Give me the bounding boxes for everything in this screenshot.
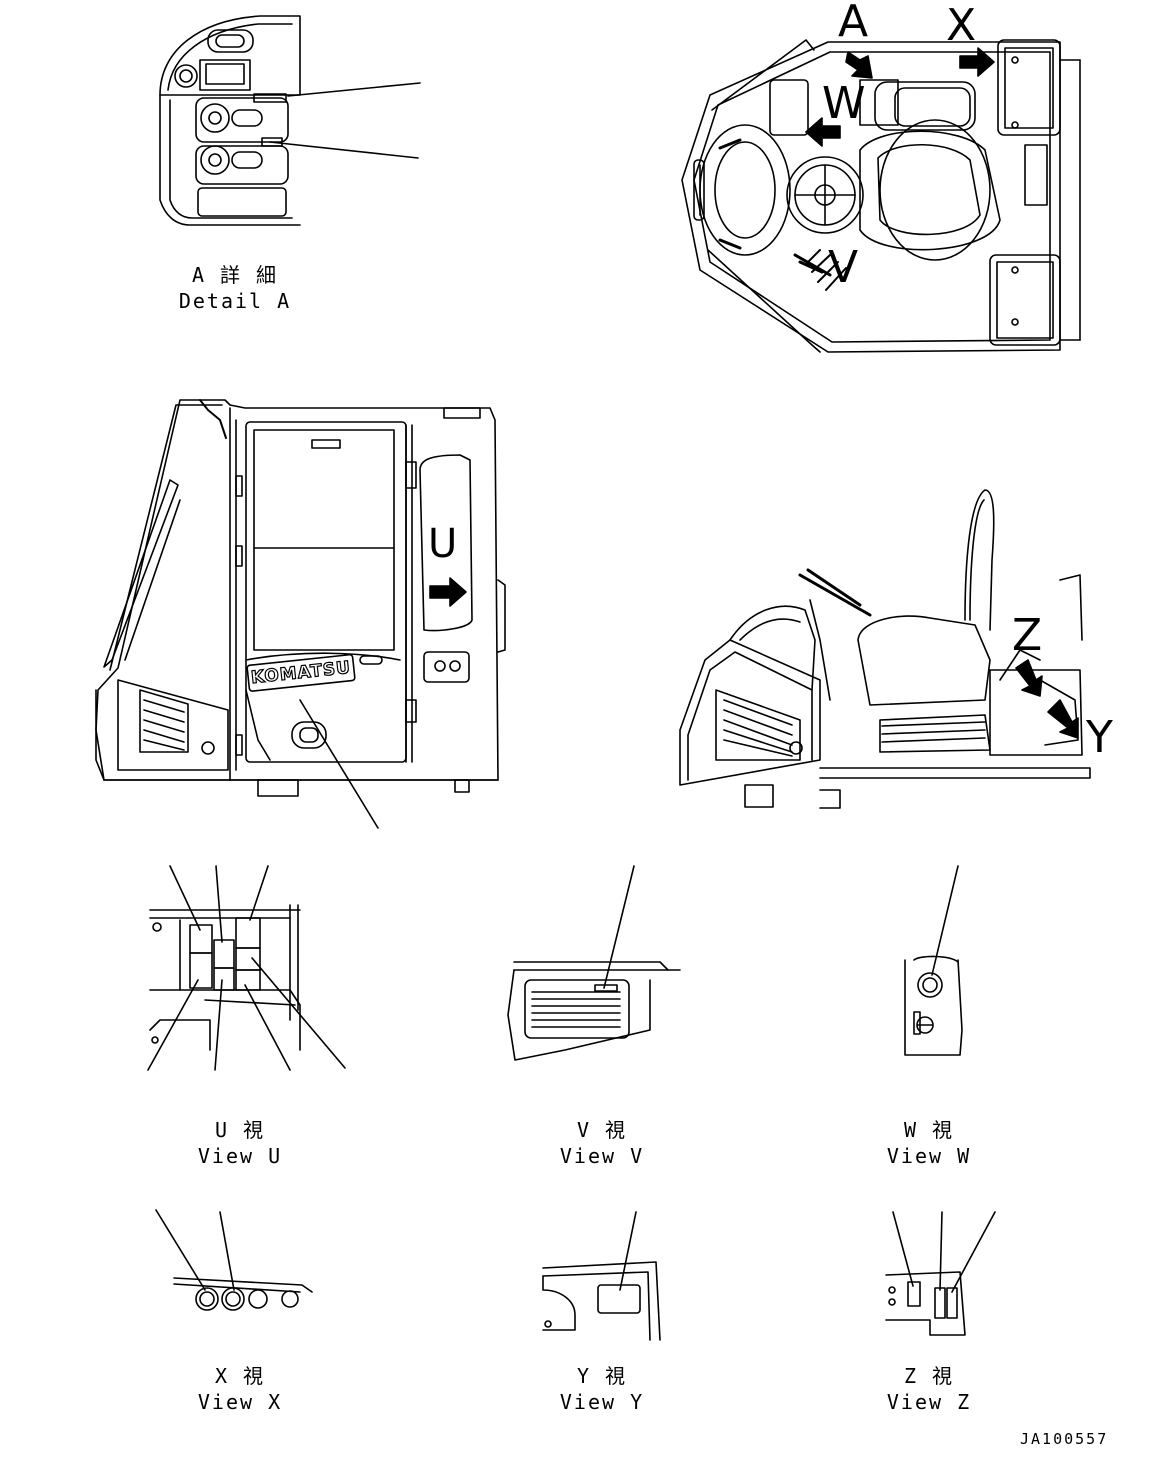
brand-logo-group bbox=[246, 653, 356, 692]
label-arrow-x: X bbox=[946, 0, 977, 51]
caption-view-y-en: View Y bbox=[559, 1390, 645, 1414]
caption-view-y: Y 視 View Y bbox=[537, 1363, 667, 1415]
caption-view-w-jp: W 視 bbox=[903, 1118, 955, 1142]
caption-view-z-jp: Z 視 bbox=[903, 1364, 955, 1388]
cab-side-view bbox=[95, 399, 506, 829]
detail-a-panel bbox=[159, 15, 421, 226]
caption-detail-a-en: Detail A bbox=[178, 289, 292, 313]
view-z-drawing bbox=[885, 1211, 996, 1336]
cab-plan-view bbox=[681, 39, 1081, 353]
view-w-drawing bbox=[904, 865, 963, 1056]
label-arrow-v: V bbox=[828, 242, 859, 293]
caption-view-w: W 視 View W bbox=[864, 1117, 994, 1169]
label-arrow-y: Y bbox=[1086, 712, 1113, 763]
seat-side-view bbox=[679, 489, 1091, 809]
label-arrow-u: U bbox=[428, 521, 458, 567]
caption-view-v-jp: V 視 bbox=[576, 1118, 628, 1142]
caption-view-v-en: View V bbox=[559, 1144, 645, 1168]
view-x-drawing bbox=[155, 1209, 313, 1311]
caption-view-x-en: View X bbox=[197, 1390, 283, 1414]
caption-detail-a-jp: A 詳 細 bbox=[191, 263, 279, 287]
label-arrow-z: Z bbox=[1012, 610, 1043, 661]
label-arrow-w: W bbox=[822, 78, 866, 129]
arrow-z-shape bbox=[1015, 659, 1043, 697]
caption-view-z: Z 視 View Z bbox=[864, 1363, 994, 1415]
caption-detail-a: A 詳 細 Detail A bbox=[170, 262, 300, 314]
drawing-code: JA100557 bbox=[1020, 1430, 1109, 1448]
view-v-drawing bbox=[507, 865, 681, 1061]
arrow-u-shape bbox=[429, 577, 467, 607]
caption-view-u-en: View U bbox=[197, 1144, 283, 1168]
caption-view-y-jp: Y 視 bbox=[576, 1364, 628, 1388]
arrow-x-shape bbox=[959, 47, 995, 77]
arrow-y-shape bbox=[1047, 699, 1079, 739]
caption-view-x-jp: X 視 bbox=[214, 1364, 266, 1388]
view-u-drawing bbox=[147, 865, 346, 1071]
caption-view-u: U 視 View U bbox=[175, 1117, 305, 1169]
caption-view-z-en: View Z bbox=[886, 1390, 972, 1414]
caption-view-v: V 視 View V bbox=[537, 1117, 667, 1169]
caption-view-u-jp: U 視 bbox=[214, 1118, 266, 1142]
arrow-a-shape bbox=[845, 51, 873, 79]
arrow-w-shape bbox=[805, 117, 841, 147]
caption-view-w-en: View W bbox=[886, 1144, 972, 1168]
view-y-drawing bbox=[542, 1211, 661, 1341]
caption-view-x: X 視 View X bbox=[175, 1363, 305, 1415]
label-arrow-a: A bbox=[838, 0, 869, 47]
